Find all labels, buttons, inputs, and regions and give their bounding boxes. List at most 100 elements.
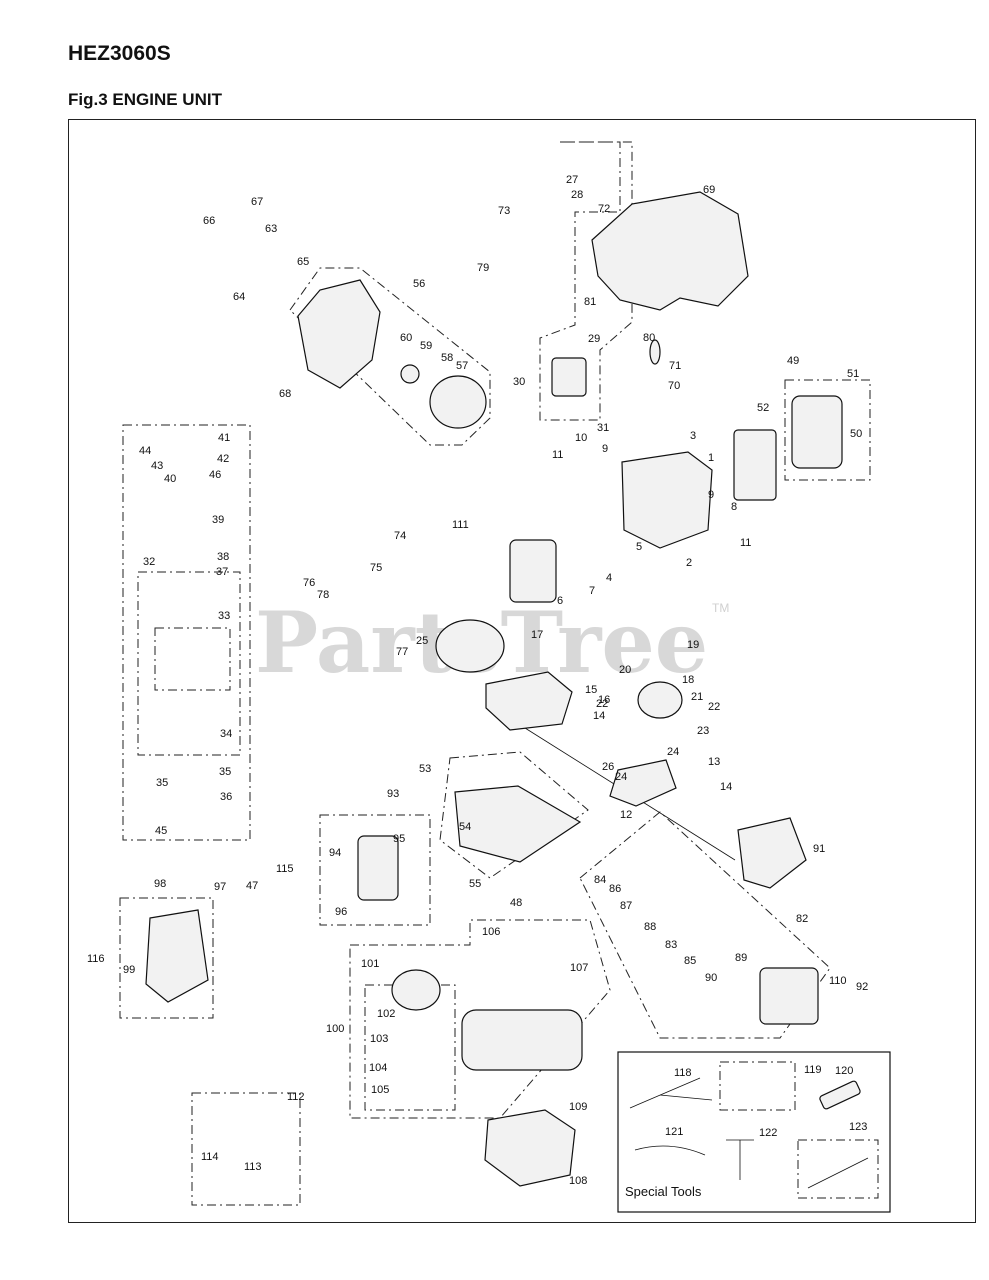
part-label: 42 bbox=[217, 453, 229, 465]
clutch-housing-shape bbox=[297, 279, 381, 389]
part-label: 24 bbox=[667, 746, 679, 758]
clutch-drum-shape bbox=[429, 375, 487, 429]
part-label: 17 bbox=[531, 629, 543, 641]
part-label: 19 bbox=[687, 639, 699, 651]
part-label: 90 bbox=[705, 972, 717, 984]
watermark-tm: TM bbox=[712, 601, 729, 615]
part-label: 15 bbox=[585, 684, 597, 696]
part-label: 116 bbox=[87, 953, 105, 965]
piston-shape bbox=[637, 681, 683, 719]
part-label: 35 bbox=[219, 766, 231, 778]
tank-bracket-shape bbox=[484, 1109, 576, 1187]
bearing-shape bbox=[400, 364, 420, 384]
part-label: 110 bbox=[829, 975, 847, 987]
part-label: 66 bbox=[203, 215, 215, 227]
insulator-shape bbox=[454, 785, 582, 863]
part-label: 22 bbox=[596, 698, 608, 710]
part-label: 82 bbox=[796, 913, 808, 925]
part-label: 123 bbox=[849, 1121, 867, 1133]
figure-title: Fig.3 ENGINE UNIT bbox=[68, 90, 222, 109]
part-label: 56 bbox=[413, 278, 425, 290]
special-tools-title: Special Tools bbox=[625, 1184, 702, 1199]
part-label: 52 bbox=[757, 402, 769, 414]
part-label: 81 bbox=[584, 296, 596, 308]
part-label: 50 bbox=[850, 428, 862, 440]
part-label: 8 bbox=[731, 501, 737, 513]
part-label: 109 bbox=[569, 1101, 587, 1113]
part-label: 103 bbox=[370, 1033, 388, 1045]
part-label: 41 bbox=[218, 432, 230, 444]
heat-shield-shape bbox=[733, 429, 777, 501]
part-label: 88 bbox=[644, 921, 656, 933]
part-label: 98 bbox=[154, 878, 166, 890]
part-label: 91 bbox=[813, 843, 825, 855]
part-label: 18 bbox=[682, 674, 694, 686]
part-label: 33 bbox=[218, 610, 230, 622]
part-label: 59 bbox=[420, 340, 432, 352]
part-label: 25 bbox=[416, 635, 428, 647]
part-label: 54 bbox=[459, 821, 471, 833]
part-label: 22 bbox=[708, 701, 720, 713]
part-label: 71 bbox=[669, 360, 681, 372]
starter-pulley-shape bbox=[759, 967, 819, 1025]
part-label: 85 bbox=[684, 955, 696, 967]
part-label: 97 bbox=[214, 881, 226, 893]
part-label: 21 bbox=[691, 691, 703, 703]
part-label: 78 bbox=[317, 589, 329, 601]
part-label: 101 bbox=[361, 958, 379, 970]
part-label: 69 bbox=[703, 184, 715, 196]
crankcase-shape bbox=[485, 671, 573, 731]
part-label: 9 bbox=[708, 489, 714, 501]
part-label: 53 bbox=[419, 763, 431, 775]
part-label: 5 bbox=[636, 541, 642, 553]
part-label: 89 bbox=[735, 952, 747, 964]
crankshaft-shape bbox=[609, 759, 677, 807]
part-label: 39 bbox=[212, 514, 224, 526]
part-label: 26 bbox=[602, 761, 614, 773]
ignition-coil-shape bbox=[551, 357, 587, 397]
part-label: 55 bbox=[469, 878, 481, 890]
part-label: 63 bbox=[265, 223, 277, 235]
part-label: 83 bbox=[665, 939, 677, 951]
part-label: 65 bbox=[297, 256, 309, 268]
part-label: 38 bbox=[217, 551, 229, 563]
part-label: 68 bbox=[279, 388, 291, 400]
part-label: 96 bbox=[335, 906, 347, 918]
part-label: 14 bbox=[593, 710, 605, 722]
part-label: 108 bbox=[569, 1175, 587, 1187]
part-label: 99 bbox=[123, 964, 135, 976]
part-label: 74 bbox=[394, 530, 406, 542]
part-label: 32 bbox=[143, 556, 155, 568]
part-label: 92 bbox=[856, 981, 868, 993]
part-label: 86 bbox=[609, 883, 621, 895]
part-label: 23 bbox=[697, 725, 709, 737]
part-label: 111 bbox=[452, 519, 469, 531]
muffler-shape bbox=[791, 395, 843, 469]
part-label: 87 bbox=[620, 900, 632, 912]
model-number: HEZ3060S bbox=[68, 42, 171, 65]
cylinder-shape bbox=[621, 451, 713, 549]
part-label: 113 bbox=[244, 1161, 262, 1173]
part-label: 73 bbox=[498, 205, 510, 217]
part-label: 64 bbox=[233, 291, 245, 303]
part-label: 20 bbox=[619, 664, 631, 676]
part-label: 24 bbox=[615, 771, 627, 783]
part-label: 12 bbox=[620, 809, 632, 821]
part-label: 16 bbox=[598, 694, 610, 706]
part-label: 37 bbox=[216, 566, 228, 578]
part-label: 36 bbox=[220, 791, 232, 803]
part-label: 10 bbox=[575, 432, 587, 444]
part-label: 76 bbox=[303, 577, 315, 589]
part-label: 75 bbox=[370, 562, 382, 574]
part-label: 49 bbox=[787, 355, 799, 367]
part-label: 40 bbox=[164, 473, 176, 485]
part-label: 118 bbox=[674, 1067, 692, 1079]
part-label: 2 bbox=[686, 557, 692, 569]
part-label: 106 bbox=[482, 926, 500, 938]
part-label: 11 bbox=[552, 449, 563, 461]
part-label: 72 bbox=[598, 203, 610, 215]
part-label: 93 bbox=[387, 788, 399, 800]
part-label: 58 bbox=[441, 352, 453, 364]
part-label: 119 bbox=[804, 1064, 822, 1076]
